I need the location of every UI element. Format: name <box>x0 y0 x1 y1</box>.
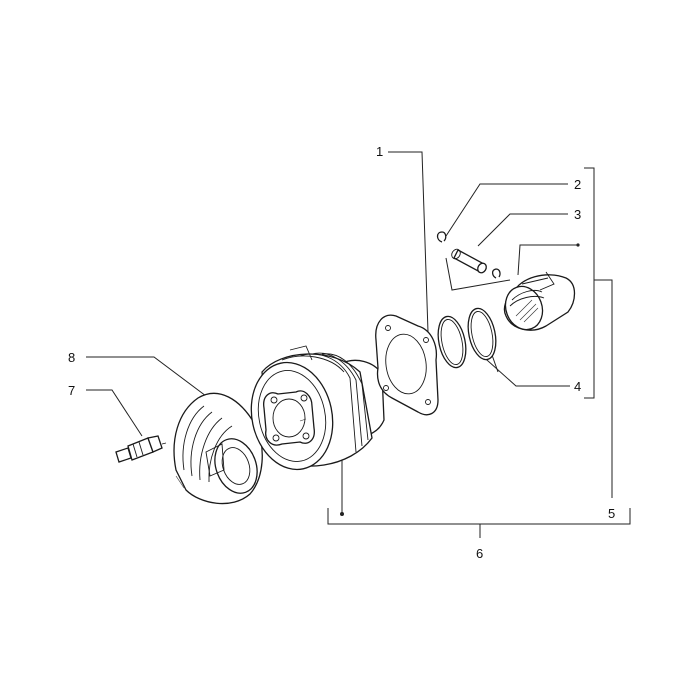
callout-3: 3 <box>574 207 581 222</box>
callout-labels: 1 2 3 4 5 6 7 8 <box>68 144 615 561</box>
spark-plug-part <box>115 435 167 463</box>
callout-1: 1 <box>376 144 383 159</box>
cylinder-head-part <box>173 392 263 505</box>
callout-4: 4 <box>574 379 581 394</box>
leader-lines <box>86 151 631 538</box>
callout-6: 6 <box>476 546 483 561</box>
circlips-part <box>436 231 501 279</box>
piston-rings-part <box>437 307 497 369</box>
callout-8: 8 <box>68 350 75 365</box>
callout-5: 5 <box>608 506 615 521</box>
callout-7: 7 <box>68 383 75 398</box>
callout-2: 2 <box>574 177 581 192</box>
piston-part <box>503 271 576 331</box>
piston-pin-part <box>451 248 487 274</box>
gasket-part <box>375 314 439 416</box>
cylinder-part <box>250 345 385 471</box>
